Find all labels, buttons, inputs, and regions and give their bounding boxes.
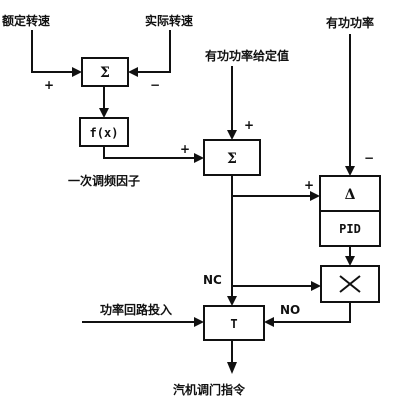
sign-sum1-left: +	[44, 78, 54, 92]
switch-block	[203, 305, 265, 341]
arrowhead	[310, 191, 320, 201]
function-block	[79, 117, 129, 147]
arrowhead	[311, 281, 321, 291]
pid-block-label: PID	[339, 222, 361, 236]
sign-sum2-left: +	[180, 142, 190, 156]
label-primary-freq-factor: 一次调频因子	[68, 173, 140, 188]
label-rated-speed: 额定转速	[2, 13, 50, 28]
label-active-power: 有功功率	[326, 15, 374, 30]
arrowhead	[227, 362, 237, 374]
arrowhead	[264, 317, 274, 327]
multiply-cross-b	[339, 275, 361, 293]
sum-block-power	[203, 139, 261, 176]
arrowhead	[227, 296, 237, 306]
function-block-label: f(x)	[90, 126, 119, 140]
arrowhead	[345, 256, 355, 266]
arrowhead	[99, 108, 109, 118]
wire-rated-speed	[31, 30, 74, 73]
wire-multiply-switch	[272, 302, 351, 323]
label-actual-speed: 实际转速	[145, 13, 193, 28]
label-no: NO	[280, 303, 300, 317]
sign-delta-top: −	[364, 151, 374, 165]
sum-block-speed-symbol: Σ	[100, 65, 110, 81]
arrowhead	[72, 67, 82, 77]
sign-delta-left: +	[304, 178, 314, 192]
arrowhead	[128, 67, 138, 77]
delta-block	[319, 175, 381, 212]
arrowhead	[227, 130, 237, 140]
wire-func-sum2	[103, 146, 196, 159]
switch-block-label: T	[230, 317, 237, 331]
arrowhead	[345, 166, 355, 176]
wire-actual-speed	[136, 30, 171, 73]
label-nc: NC	[203, 273, 222, 287]
sum-block-speed	[81, 57, 129, 87]
arrowhead	[194, 317, 204, 327]
sign-sum1-right: −	[150, 78, 160, 92]
label-power-setpoint: 有功功率给定值	[205, 48, 289, 63]
arrowhead	[194, 153, 204, 163]
label-power-loop-enable: 功率回路投入	[100, 302, 172, 317]
sum-block-power-symbol: Σ	[227, 151, 237, 167]
delta-block-symbol: Δ	[345, 187, 356, 203]
pid-block	[319, 210, 381, 247]
multiply-block	[320, 265, 380, 303]
sign-sum2-top: +	[244, 118, 254, 132]
label-valve-command: 汽机调门指令	[173, 382, 246, 397]
